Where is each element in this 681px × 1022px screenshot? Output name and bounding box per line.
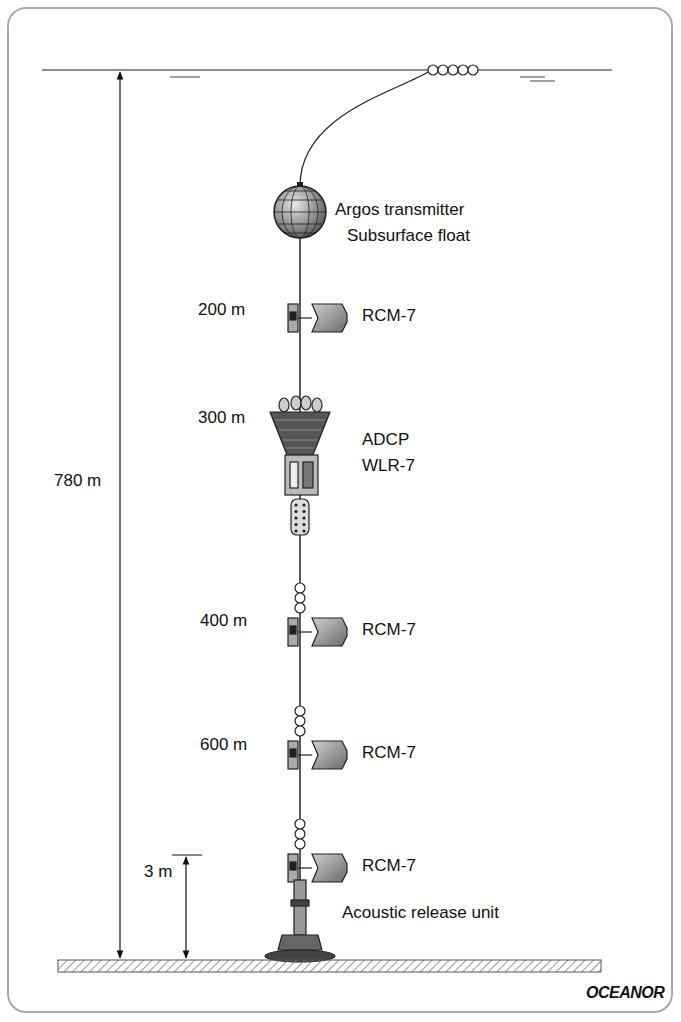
float-stack — [291, 499, 309, 535]
dimension-tick — [172, 855, 202, 856]
sea-surface — [42, 69, 612, 70]
label: Subsurface float — [347, 226, 470, 246]
acoustic-release — [265, 880, 335, 962]
instrument-label: WLR-7 — [362, 456, 415, 476]
instrument-label: RCM-7 — [362, 856, 416, 876]
surface-floats — [428, 65, 478, 75]
current-meter — [288, 819, 347, 882]
dimension-label: 780 m — [52, 470, 103, 492]
current-meter — [288, 583, 347, 646]
current-meter — [288, 706, 347, 769]
depth-label: 600 m — [200, 735, 247, 755]
frame — [8, 8, 672, 1012]
wlr-7-instrument — [285, 455, 318, 495]
height-dimension — [185, 857, 186, 958]
instrument-label: ADCP — [362, 430, 409, 450]
depth-dimension — [119, 72, 120, 958]
depth-label: 400 m — [200, 611, 247, 631]
dimension-label: 3 m — [144, 862, 172, 882]
surface-line — [300, 72, 428, 186]
subsurface-float — [274, 182, 326, 238]
adcp — [270, 396, 330, 455]
depth-label: 200 m — [198, 300, 245, 320]
instrument-label: RCM-7 — [362, 306, 416, 326]
current-meter — [288, 304, 347, 332]
label: Argos transmitter — [335, 200, 464, 220]
ripples — [170, 77, 555, 81]
company-mark: OCEANOR — [586, 984, 664, 1002]
depth-label: 300 m — [198, 408, 245, 428]
part-label: Acoustic release unit — [342, 903, 499, 923]
sea-bed — [58, 960, 601, 972]
instrument-label: RCM-7 — [362, 743, 416, 763]
instrument-label: RCM-7 — [362, 620, 416, 640]
